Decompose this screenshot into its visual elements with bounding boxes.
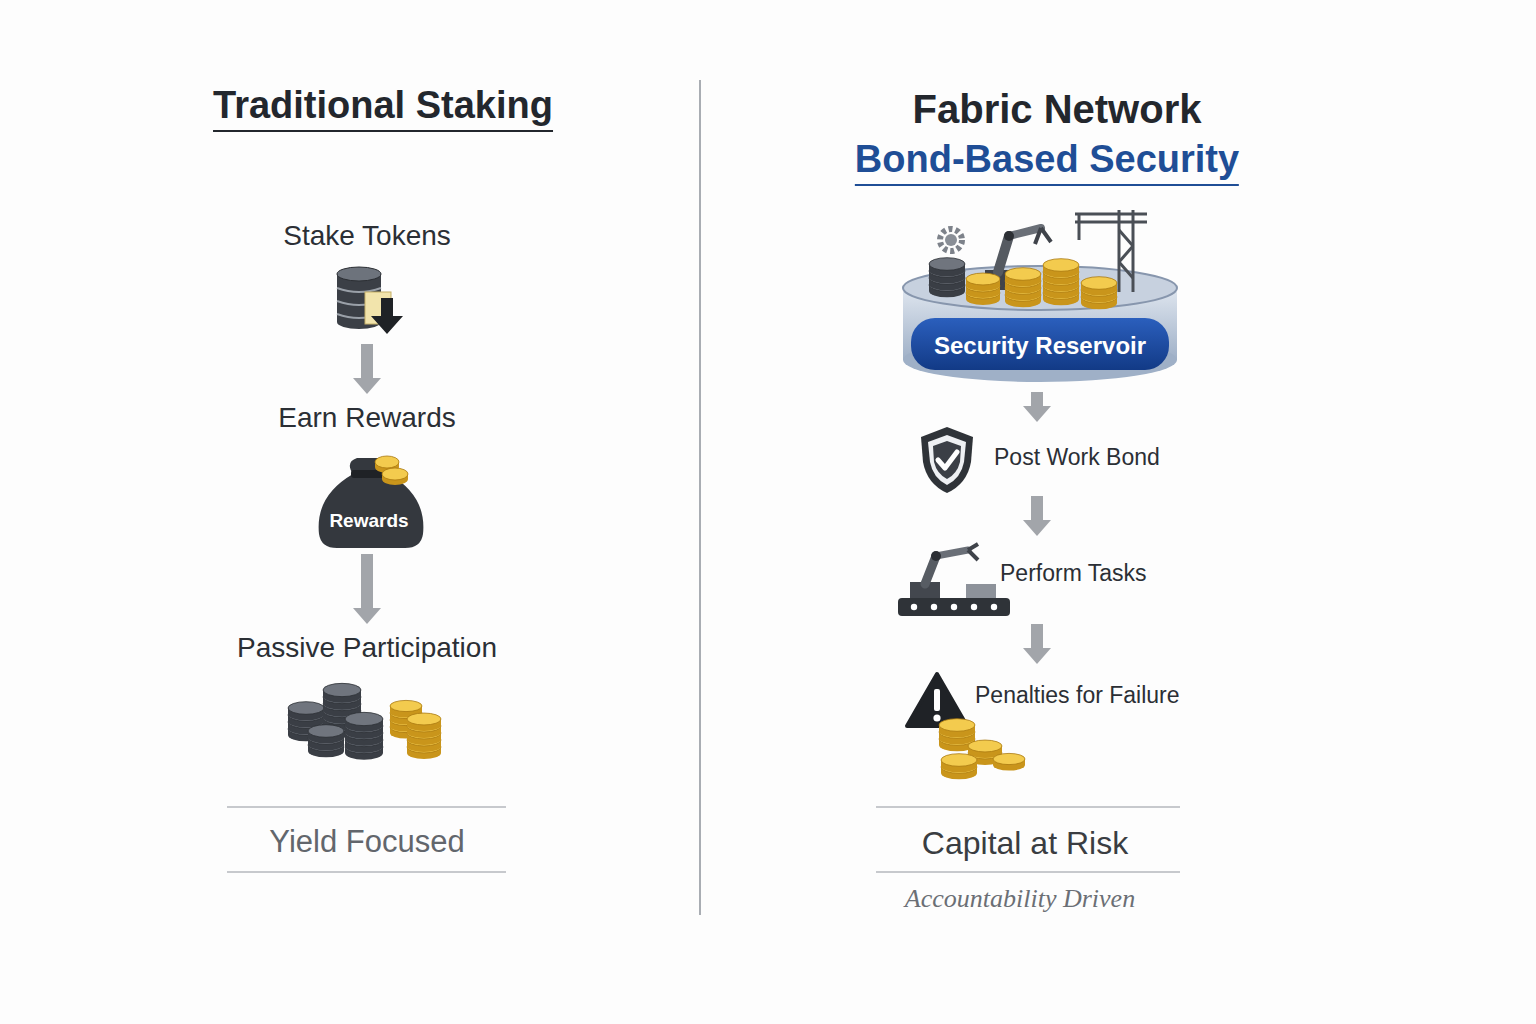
flow-arrow <box>1023 496 1051 536</box>
icon-part <box>1004 231 1014 241</box>
database-top <box>337 267 381 281</box>
icon-part <box>998 236 1009 272</box>
flow-arrow <box>353 344 381 394</box>
column-summary: Yield Focused <box>269 824 464 860</box>
staking-step: Stake Tokens <box>247 216 487 340</box>
coin-face <box>323 683 361 696</box>
rule-line <box>876 871 1180 873</box>
conveyor-roller <box>991 604 997 610</box>
bond-step: Perform Tasks <box>898 540 1158 620</box>
coin-face <box>407 713 441 725</box>
conveyor-belt <box>898 598 1010 616</box>
flow-arrow <box>1023 624 1051 664</box>
shield-icon <box>921 427 973 493</box>
database-band <box>337 288 381 292</box>
coin-face <box>1081 277 1117 290</box>
coin-face <box>375 456 399 468</box>
icon-part <box>1118 210 1121 292</box>
step-label: Perform Tasks <box>1000 560 1147 586</box>
icon-part <box>1119 230 1133 246</box>
badge-label: Rewards <box>329 510 408 532</box>
shield-icon <box>933 441 961 479</box>
step-label: Security Reservoir <box>934 332 1146 360</box>
shield-icon <box>916 424 978 494</box>
staking-step: Passive Participation <box>202 628 532 758</box>
gear-icon <box>945 234 957 246</box>
warning-sign <box>907 674 967 726</box>
step-label: Earn Rewards <box>278 402 455 434</box>
icon-part <box>1078 214 1081 240</box>
flow-arrow <box>353 554 381 624</box>
work-piece <box>966 584 996 598</box>
conveyor-roller <box>931 604 937 610</box>
flow-arrow <box>1023 392 1051 422</box>
step-label: Stake Tokens <box>283 220 451 252</box>
rule-line <box>227 806 506 808</box>
coin-face <box>993 753 1025 764</box>
column-summary: Capital at Risk <box>922 825 1128 862</box>
coins-icon <box>284 674 454 758</box>
coin-face <box>288 702 324 715</box>
robot-joint <box>931 551 941 561</box>
icon-part <box>1035 228 1051 244</box>
column-divider <box>699 80 701 915</box>
step-label: Passive Participation <box>237 632 497 664</box>
check-mark <box>938 452 957 468</box>
warning-mark <box>934 689 940 711</box>
bond-step: Penalties for Failure <box>905 668 1190 780</box>
reservoir-band <box>911 318 1169 370</box>
step-label: Post Work Bond <box>994 444 1160 470</box>
coin-face <box>390 700 422 711</box>
column-heading: Bond-Based Security <box>855 138 1239 186</box>
gear-icon <box>940 229 962 251</box>
money-bag <box>319 458 424 548</box>
down-arrow <box>371 298 403 334</box>
coin-face <box>966 273 1000 285</box>
coin-face <box>929 258 965 271</box>
bond-step: Security Reservoir <box>895 200 1185 388</box>
crane-icon <box>1075 210 1147 292</box>
conveyor-roller <box>951 604 957 610</box>
column-summary: Accountability Driven <box>905 884 1135 914</box>
shield-icon <box>928 435 966 485</box>
coin-face <box>308 725 344 738</box>
coin-face <box>1005 268 1041 281</box>
bond-step: Post Work Bond <box>912 426 1182 492</box>
icon-part <box>1075 221 1147 224</box>
coin-face <box>382 468 408 480</box>
rule-line <box>227 871 506 873</box>
icon-part <box>1119 262 1133 278</box>
column-heading: Fabric Network <box>913 86 1202 132</box>
coin-face <box>941 754 977 767</box>
warning-mark <box>933 714 940 721</box>
coin-face <box>1043 259 1079 272</box>
robot-icon <box>898 540 1013 620</box>
conveyor-roller <box>971 604 977 610</box>
coin-face <box>345 712 383 725</box>
robot-claw <box>968 544 978 560</box>
column-heading: Traditional Staking <box>213 84 553 132</box>
icon-part <box>1119 246 1133 262</box>
icon-part <box>1075 213 1147 216</box>
db-icon <box>331 262 411 340</box>
coin-face <box>968 740 1002 752</box>
icon-part <box>1132 210 1135 292</box>
conveyor-roller <box>911 604 917 610</box>
coin-face <box>939 719 975 732</box>
staking-step: Earn RewardsRewards <box>247 398 487 550</box>
rule-line <box>876 806 1180 808</box>
bag-icon <box>311 450 431 550</box>
step-label: Penalties for Failure <box>975 682 1180 708</box>
